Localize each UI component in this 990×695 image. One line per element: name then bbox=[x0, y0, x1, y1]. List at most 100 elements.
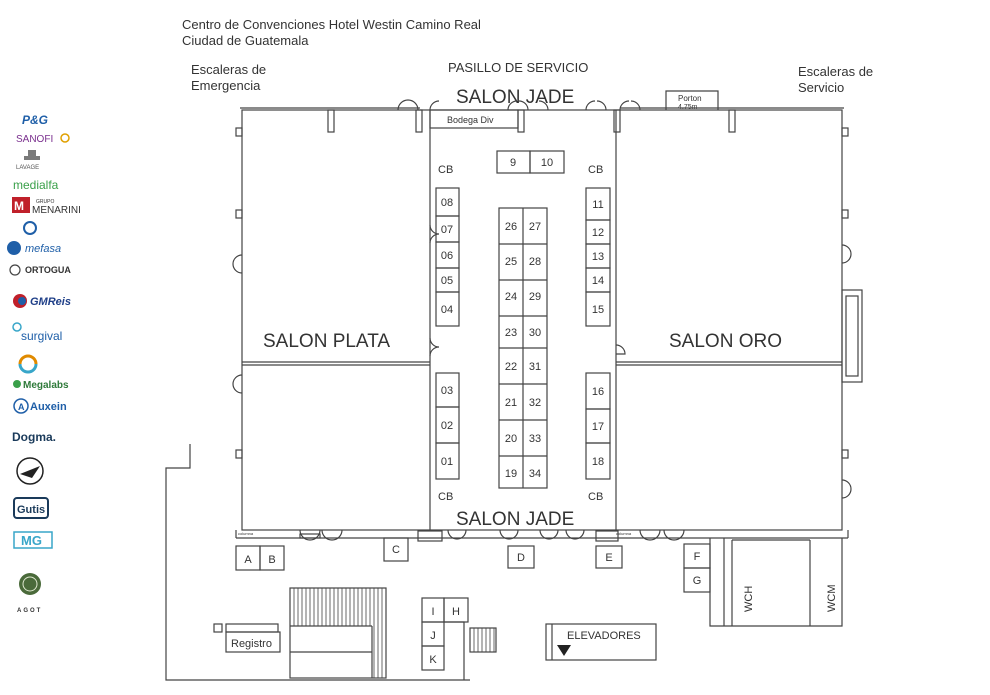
column-label: columna bbox=[238, 531, 254, 536]
svg-text:K: K bbox=[429, 654, 437, 666]
booth-04[interactable] bbox=[435, 291, 460, 327]
booth-32[interactable]: 32 bbox=[529, 397, 541, 409]
svg-text:10: 10 bbox=[541, 157, 553, 169]
gutis-frame bbox=[13, 497, 49, 519]
booth-31[interactable]: 31 bbox=[529, 361, 541, 373]
svg-text:I: I bbox=[431, 606, 434, 618]
booth-23[interactable]: 23 bbox=[505, 327, 517, 339]
booth-33[interactable]: 33 bbox=[529, 433, 541, 445]
svg-text:18: 18 bbox=[592, 456, 604, 468]
booth-25[interactable]: 25 bbox=[505, 256, 517, 268]
megalabs-icon bbox=[13, 380, 21, 388]
booth-C[interactable] bbox=[383, 537, 409, 562]
cb-label: CB bbox=[438, 491, 453, 503]
booth-24[interactable]: 24 bbox=[505, 291, 517, 303]
column bbox=[517, 109, 525, 133]
svg-text:14: 14 bbox=[592, 275, 604, 287]
ortogua-icon bbox=[9, 264, 21, 276]
restroom-block bbox=[709, 538, 843, 627]
svg-text:03: 03 bbox=[441, 385, 453, 397]
surgival-icon bbox=[12, 322, 22, 332]
salon-jade-top-label: SALON JADE bbox=[456, 87, 574, 108]
emergency-stairs-label-1: Escaleras de bbox=[191, 62, 266, 77]
svg-text:07: 07 bbox=[441, 224, 453, 236]
svg-text:13: 13 bbox=[592, 251, 604, 263]
column bbox=[327, 109, 335, 133]
sponsor-logos: P&G SANOFI LAVAGE medialfa M GRUPO MENAR… bbox=[7, 113, 81, 614]
booth-19[interactable]: 19 bbox=[505, 468, 517, 480]
round-brand-icon bbox=[23, 221, 37, 235]
booth-E[interactable] bbox=[595, 545, 623, 569]
bodega-label: Bodega Div bbox=[447, 115, 494, 125]
agot-seal-icon bbox=[19, 573, 41, 595]
porton-outline bbox=[665, 90, 719, 110]
booth-26[interactable]: 26 bbox=[505, 221, 517, 233]
megalabs-logo: Megalabs bbox=[23, 380, 69, 391]
agot-logo: AGOT bbox=[17, 608, 42, 614]
mg-logo: MG bbox=[21, 533, 42, 548]
booth-18[interactable] bbox=[585, 442, 611, 480]
booth-grid: 9 10 08 07 06 05 04 03 02 01 11 12 13 14… bbox=[435, 150, 611, 489]
booth-28[interactable]: 28 bbox=[529, 256, 541, 268]
svg-text:F: F bbox=[694, 551, 701, 563]
booth-34[interactable]: 34 bbox=[529, 468, 541, 480]
column-label: columna bbox=[616, 531, 632, 536]
booth-K[interactable] bbox=[421, 645, 445, 671]
booth-01[interactable] bbox=[435, 442, 460, 480]
elevators bbox=[545, 623, 657, 661]
mefasa-logo: mefasa bbox=[25, 243, 61, 255]
emergency-stairs-label-2: Emergencia bbox=[191, 78, 261, 93]
svg-text:H: H bbox=[452, 606, 460, 618]
service-stairs-label-2: Servicio bbox=[798, 80, 844, 95]
svg-text:16: 16 bbox=[592, 386, 604, 398]
booth-21[interactable]: 21 bbox=[505, 397, 517, 409]
booth-27[interactable]: 27 bbox=[529, 221, 541, 233]
svg-text:C: C bbox=[392, 544, 400, 556]
wc-h-label: WCH bbox=[743, 586, 755, 612]
svg-text:01: 01 bbox=[441, 456, 453, 468]
service-stairs-label-1: Escaleras de bbox=[798, 64, 873, 79]
salon-plata-label: SALON PLATA bbox=[263, 331, 390, 352]
venue-title: Centro de Convenciones Hotel Westin Cami… bbox=[182, 17, 481, 32]
gutis-logo: Gutis bbox=[17, 504, 45, 516]
svg-text:04: 04 bbox=[441, 304, 453, 316]
booth-B[interactable] bbox=[259, 545, 285, 571]
booth-20[interactable]: 20 bbox=[505, 433, 517, 445]
ortogua-logo: ORTOGUA bbox=[25, 265, 71, 275]
svg-text:J: J bbox=[430, 630, 436, 642]
column bbox=[235, 127, 243, 137]
booth-15[interactable] bbox=[585, 291, 611, 327]
sanofi-bird-icon bbox=[60, 133, 70, 143]
svg-text:D: D bbox=[517, 552, 525, 564]
booth-D[interactable] bbox=[507, 545, 535, 569]
svg-text:M: M bbox=[14, 199, 24, 213]
lavage-logo: LAVAGE bbox=[16, 165, 39, 171]
booth-22[interactable]: 22 bbox=[505, 361, 517, 373]
svg-text:E: E bbox=[605, 552, 612, 564]
outer-boundary bbox=[165, 444, 470, 681]
gmreis-logo: GMReis bbox=[30, 296, 71, 308]
mg-frame bbox=[13, 531, 53, 549]
booth-10[interactable] bbox=[529, 150, 565, 174]
svg-text:9: 9 bbox=[510, 157, 516, 169]
auxein-icon bbox=[13, 398, 29, 414]
svg-text:17: 17 bbox=[592, 421, 604, 433]
svg-text:A: A bbox=[18, 402, 25, 412]
salon-oro-label: SALON ORO bbox=[669, 331, 782, 352]
menarini-icon bbox=[12, 197, 30, 213]
svg-text:06: 06 bbox=[441, 250, 453, 262]
down-arrow-icon bbox=[557, 645, 571, 656]
svg-text:A: A bbox=[244, 554, 252, 566]
booth-30[interactable]: 30 bbox=[529, 327, 541, 339]
svg-text:08: 08 bbox=[441, 197, 453, 209]
registration-desk[interactable] bbox=[225, 631, 281, 653]
column bbox=[841, 127, 849, 137]
dogma-logo: Dogma. bbox=[12, 430, 56, 444]
registration-label: Registro bbox=[231, 638, 272, 650]
door bbox=[397, 99, 419, 111]
svg-text:11: 11 bbox=[592, 199, 603, 211]
mefasa-icon bbox=[7, 241, 21, 255]
booth-29[interactable]: 29 bbox=[529, 291, 541, 303]
